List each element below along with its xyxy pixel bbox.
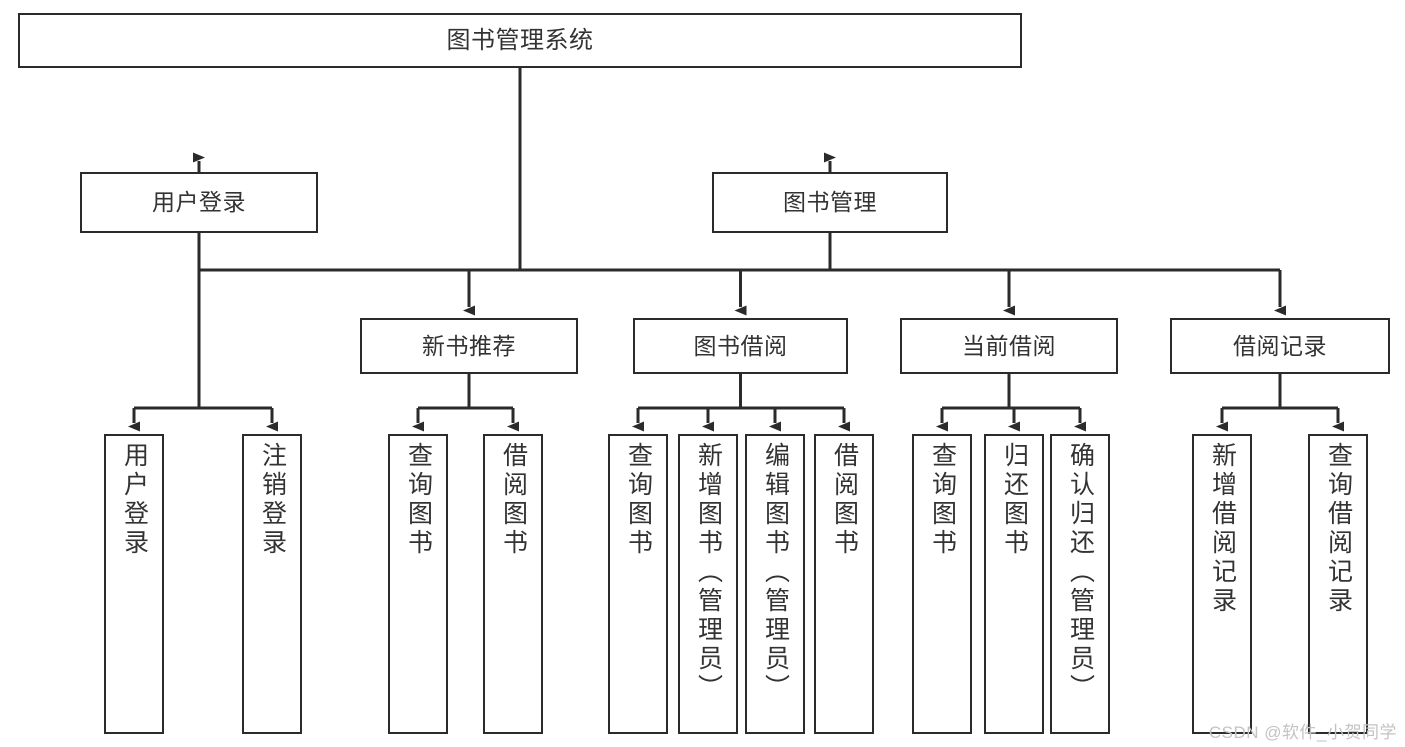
node-borrow[interactable]: 图书借阅	[633, 318, 848, 374]
node-l12[interactable]: 新增借阅记录	[1192, 434, 1252, 734]
node-label: 归还图书	[1000, 442, 1029, 558]
node-l7[interactable]: 编辑图书（管理员）	[745, 434, 805, 734]
node-label: 注销登录	[258, 442, 287, 558]
node-label: 借阅图书	[499, 442, 528, 558]
watermark-label: CSDN @软件_小贺同学	[1208, 723, 1397, 742]
node-label: 编辑图书（管理员）	[761, 442, 790, 703]
node-l3[interactable]: 查询图书	[388, 434, 448, 734]
node-bookmgmt[interactable]: 图书管理	[712, 172, 948, 233]
node-label: 用户登录	[152, 189, 246, 216]
node-label: 新增借阅记录	[1208, 442, 1237, 616]
node-login[interactable]: 用户登录	[80, 172, 318, 233]
node-label: 查询图书	[624, 442, 653, 558]
node-newbook[interactable]: 新书推荐	[360, 318, 578, 374]
node-current[interactable]: 当前借阅	[900, 318, 1118, 374]
node-l9[interactable]: 查询图书	[912, 434, 972, 734]
node-l13[interactable]: 查询借阅记录	[1308, 434, 1368, 734]
node-l8[interactable]: 借阅图书	[814, 434, 874, 734]
node-label: 新书推荐	[422, 332, 516, 359]
node-l10[interactable]: 归还图书	[984, 434, 1044, 734]
node-l5[interactable]: 查询图书	[608, 434, 668, 734]
node-label: 图书管理	[783, 189, 877, 216]
node-l1[interactable]: 用户登录	[104, 434, 164, 734]
node-label: 查询借阅记录	[1324, 442, 1353, 616]
node-label: 借阅图书	[830, 442, 859, 558]
node-label: 查询图书	[928, 442, 957, 558]
node-label: 用户登录	[120, 442, 149, 558]
node-label: 图书借阅	[693, 332, 788, 359]
node-l2[interactable]: 注销登录	[242, 434, 302, 734]
node-label: 借阅记录	[1233, 332, 1327, 359]
node-l6[interactable]: 新增图书（管理员）	[678, 434, 738, 734]
node-l11[interactable]: 确认归还（管理员）	[1050, 434, 1110, 734]
node-records[interactable]: 借阅记录	[1170, 318, 1390, 374]
node-label: 新增图书（管理员）	[694, 442, 723, 703]
node-root[interactable]: 图书管理系统	[18, 13, 1022, 68]
node-label: 图书管理系统	[446, 26, 594, 54]
node-l4[interactable]: 借阅图书	[483, 434, 543, 734]
node-label: 当前借阅	[962, 332, 1056, 359]
node-label: 查询图书	[404, 442, 433, 558]
node-label: 确认归还（管理员）	[1066, 442, 1095, 703]
